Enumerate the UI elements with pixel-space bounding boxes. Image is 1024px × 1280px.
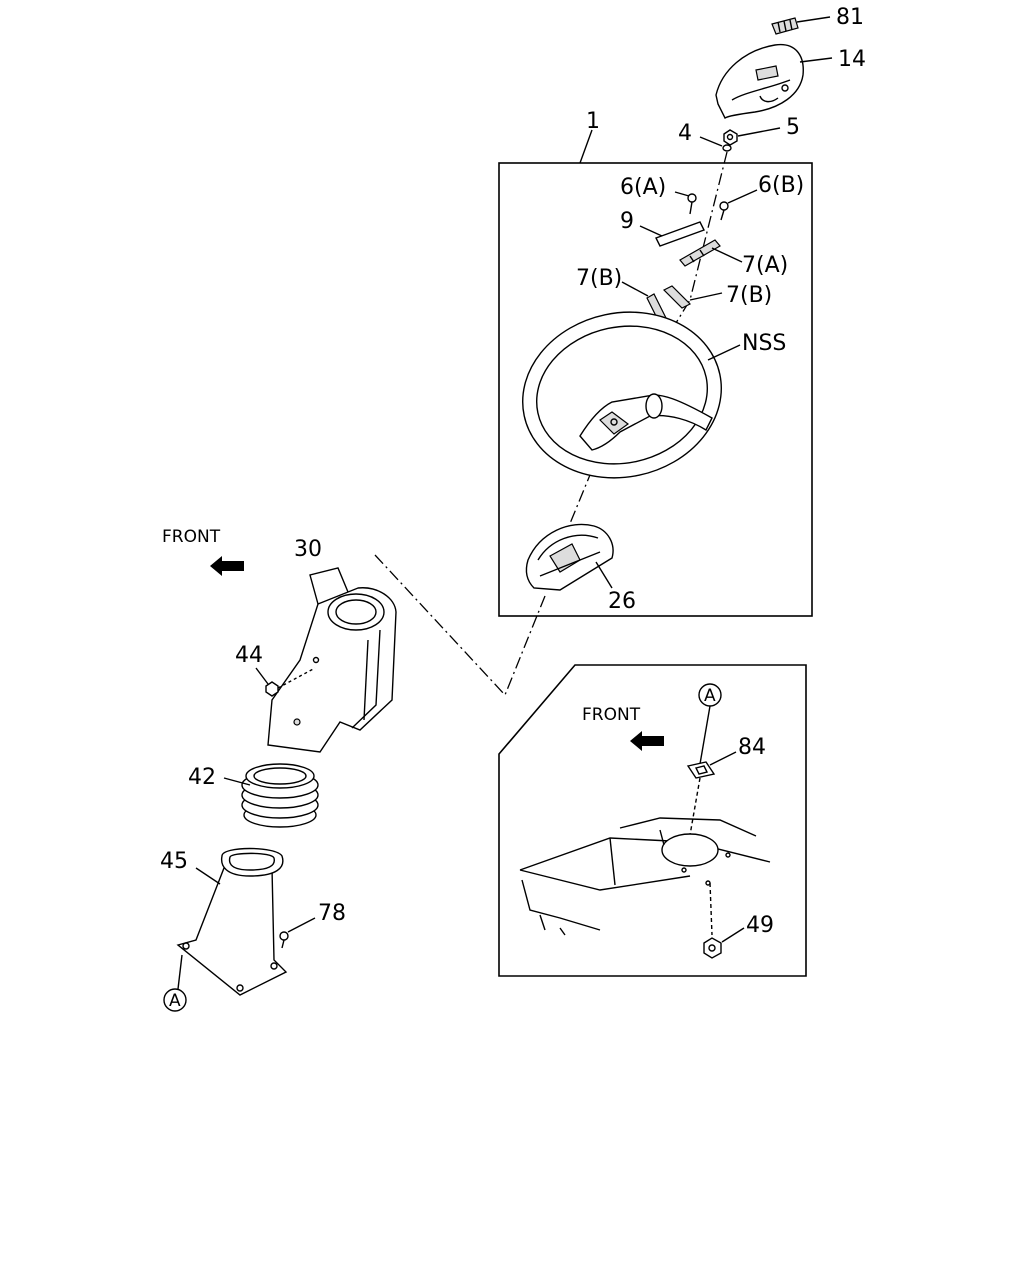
leader-1 bbox=[579, 129, 593, 164]
label-26: 26 bbox=[608, 589, 636, 614]
label-49: 49 bbox=[746, 913, 774, 938]
part-7a bbox=[679, 239, 721, 267]
steering-wheel-nss bbox=[522, 311, 722, 479]
part-9-plate bbox=[655, 221, 705, 247]
part-30-column-cover bbox=[267, 587, 397, 753]
part-84-clip bbox=[686, 761, 716, 836]
leader-7b-right bbox=[689, 292, 723, 301]
label-1: 1 bbox=[586, 109, 600, 134]
label-callout-a-right: A bbox=[704, 686, 716, 706]
part-44-bolt bbox=[265, 667, 316, 697]
label-42: 42 bbox=[188, 765, 216, 790]
connector-line bbox=[374, 554, 546, 697]
leader-81 bbox=[796, 16, 831, 23]
part-5-nut bbox=[723, 129, 738, 146]
label-5: 5 bbox=[786, 115, 800, 140]
leader-26 bbox=[595, 561, 613, 589]
front-arrow-left bbox=[210, 556, 244, 576]
label-callout-a-left: A bbox=[169, 991, 181, 1011]
front-arrow-right bbox=[630, 731, 664, 751]
label-84: 84 bbox=[738, 735, 766, 760]
label-nss: NSS bbox=[742, 331, 786, 356]
label-6a: 6(A) bbox=[620, 175, 666, 200]
label-30: 30 bbox=[294, 537, 322, 562]
label-front-left: FRONT bbox=[162, 527, 221, 547]
part-4-washer bbox=[722, 144, 732, 152]
part-14-horn-pad bbox=[715, 43, 804, 120]
label-7b-left: 7(B) bbox=[576, 266, 622, 291]
leader-7a bbox=[711, 247, 743, 263]
part-49-nut bbox=[703, 937, 722, 959]
part-7b-right bbox=[662, 285, 692, 309]
leader-nss bbox=[707, 344, 741, 361]
leader-5 bbox=[737, 127, 781, 137]
steering-wheel-assembly-frame bbox=[498, 162, 813, 617]
leader-7b-left bbox=[621, 281, 649, 297]
label-6b: 6(B) bbox=[758, 173, 804, 198]
label-45: 45 bbox=[160, 849, 188, 874]
leader-6b bbox=[727, 189, 758, 204]
leader-6a bbox=[674, 191, 690, 197]
part-6a-bolt bbox=[687, 193, 697, 215]
callout-a-left bbox=[163, 954, 187, 1012]
label-7b-right: 7(B) bbox=[726, 283, 772, 308]
part-81 bbox=[771, 17, 799, 35]
label-78: 78 bbox=[318, 901, 346, 926]
leader-4 bbox=[699, 136, 723, 147]
floor-detail-frame bbox=[498, 664, 807, 977]
label-4: 4 bbox=[678, 121, 692, 146]
part-6b-bolt bbox=[719, 201, 729, 221]
axis-line-lower bbox=[554, 469, 593, 561]
part-45-lower-housing bbox=[176, 847, 288, 996]
leader-49 bbox=[721, 927, 745, 943]
floor-panel bbox=[519, 817, 771, 936]
leader-14 bbox=[799, 57, 833, 63]
leader-30 bbox=[309, 567, 349, 605]
part-78-screw bbox=[279, 931, 289, 949]
leader-45 bbox=[195, 867, 221, 885]
leader-9 bbox=[639, 225, 663, 237]
label-14: 14 bbox=[838, 47, 866, 72]
leader-84 bbox=[709, 751, 737, 766]
label-44: 44 bbox=[235, 643, 263, 668]
label-9: 9 bbox=[620, 209, 634, 234]
label-front-right: FRONT bbox=[582, 705, 641, 725]
leader-44 bbox=[255, 667, 269, 685]
part-26-cover bbox=[525, 523, 614, 591]
leader-78 bbox=[287, 917, 316, 933]
part-42-boot bbox=[241, 763, 319, 828]
leader-42 bbox=[223, 777, 251, 786]
label-7a: 7(A) bbox=[742, 253, 788, 278]
callout-a-right bbox=[698, 683, 722, 765]
label-81: 81 bbox=[836, 5, 864, 30]
